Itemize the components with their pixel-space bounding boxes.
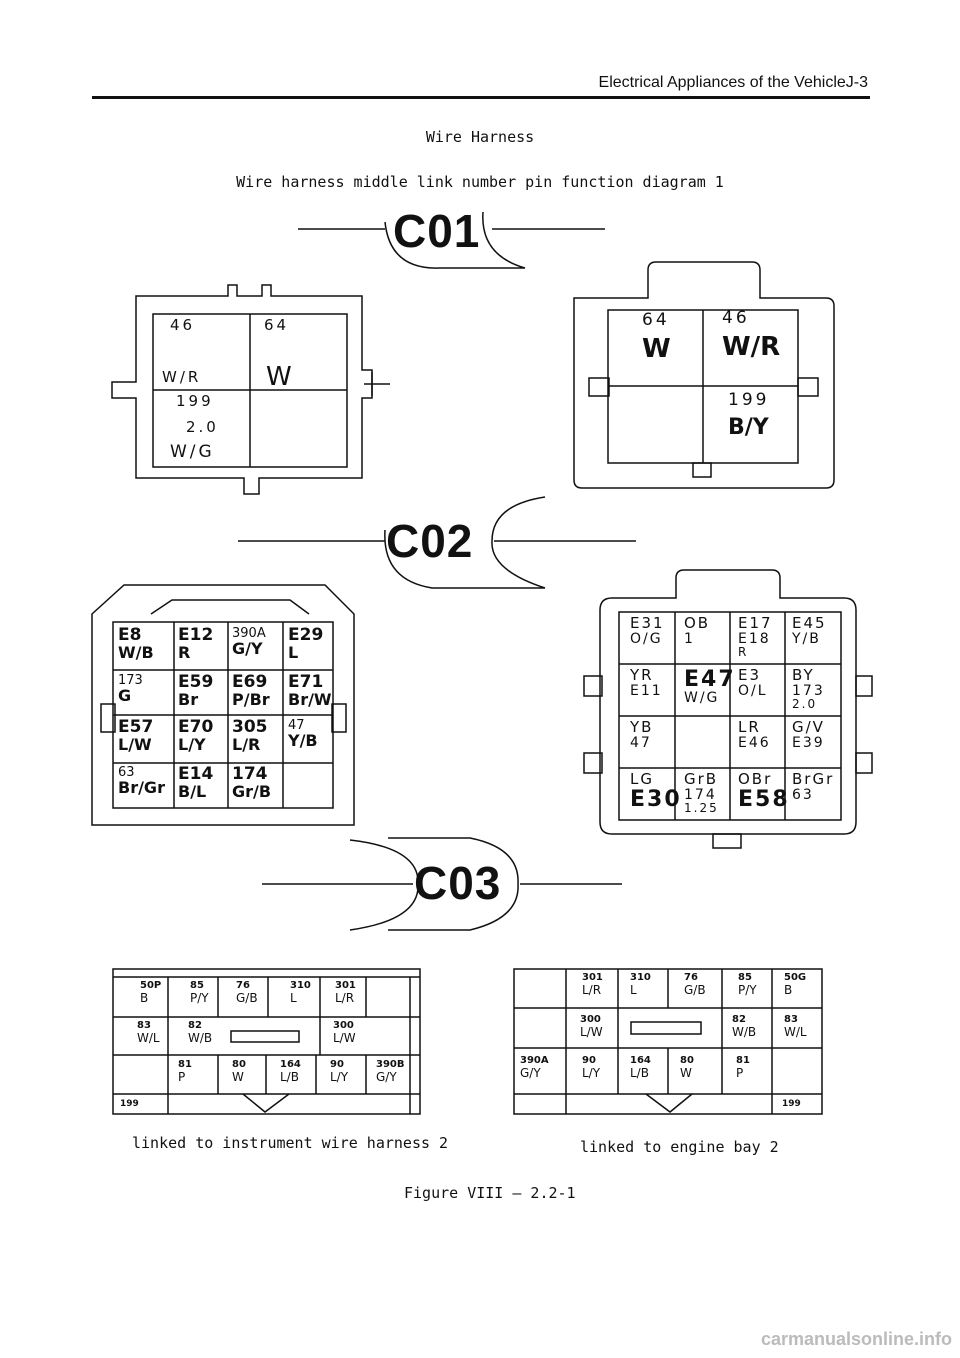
page-subtitle: Wire harness middle link number pin func… [236,173,724,191]
watermark: carmanualsonline.info [760,1329,952,1349]
c02-left-housing [91,584,355,826]
c01-left-pin-color: W [266,362,292,392]
c01-left-pin-num: 199 [176,392,214,410]
c03-label: C03 [414,857,502,909]
page-header: Electrical Appliances of the VehicleJ-3 [598,74,868,91]
c01-left-pin-color: W/G [170,442,215,462]
c01-left-pin-num: 64 [264,316,290,334]
figure-caption: Figure VIII — 2.2-1 [404,1184,576,1202]
c03-right-caption: linked to engine bay 2 [580,1138,779,1156]
c02-right-housing [599,569,857,835]
c01-banner-curve [384,211,526,269]
c01-left-pin-color: W/R [162,368,202,386]
c01-label: C01 [393,205,481,257]
page-title: Wire Harness [425,128,535,146]
c01-left-housing [111,284,373,495]
c03-left-caption: linked to instrument wire harness 2 [132,1134,449,1152]
c01-right-pin-color: W/R [722,332,781,362]
c02-label: C02 [386,515,474,567]
c01-right-pin-color: W [642,334,671,364]
c02-banner-curve [384,496,546,589]
c03-pin: 199 [120,1099,139,1109]
c03-left-housing [112,968,421,1115]
c01-right-pin-num: 199 [728,390,770,410]
c01-right-pin-num: 64 [642,310,670,330]
c03-pin: 199 [782,1099,801,1109]
c01-right-pin-num: 46 [722,308,750,328]
c01-right-pin-color: B/Y [728,415,769,440]
c01-right-housing [573,261,835,489]
header-rule [92,96,870,99]
c01-left-pin-gauge: 2.0 [186,418,219,436]
c01-left-pin-num: 46 [170,316,196,334]
c03-banner-curve [349,839,419,931]
